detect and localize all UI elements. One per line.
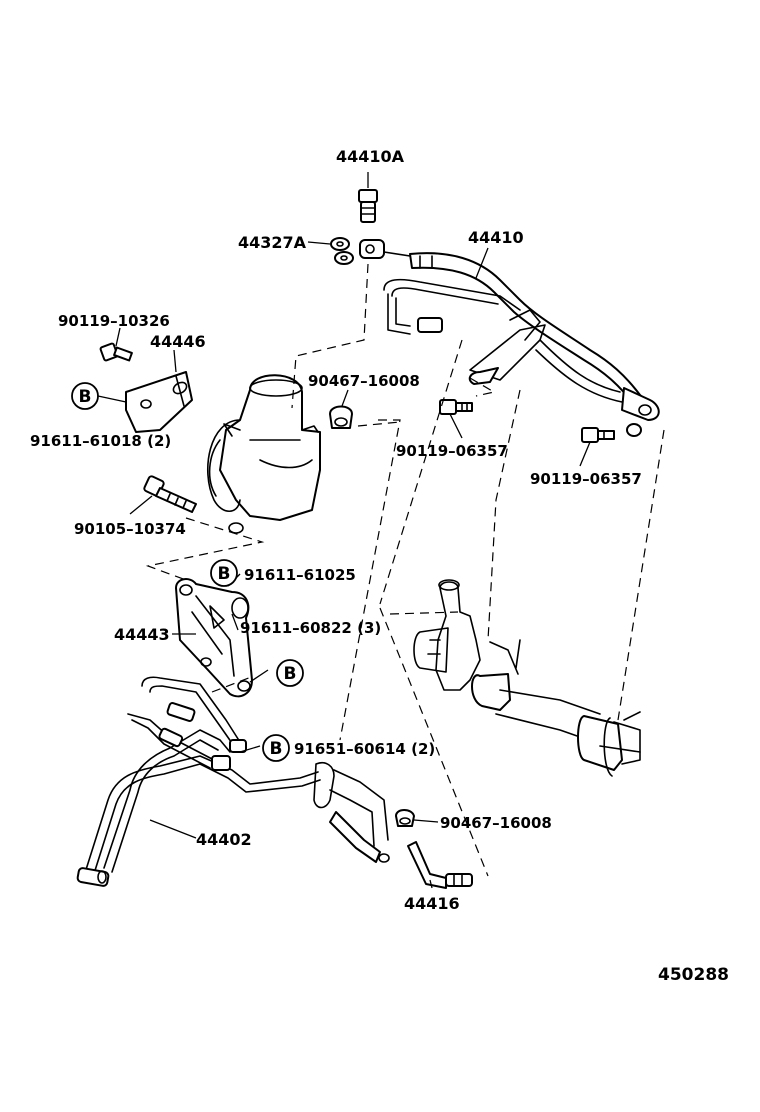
dashed-connection-lines bbox=[145, 263, 665, 877]
label-90119-10326: 90119–10326 bbox=[58, 312, 170, 330]
label-90467-16008-top: 90467–16008 bbox=[308, 372, 420, 390]
svg-text:B: B bbox=[270, 739, 283, 759]
label-90119-06357-a: 90119–06357 bbox=[396, 442, 508, 460]
diagram-id: 450288 bbox=[658, 965, 729, 985]
label-44443: 44443 bbox=[114, 625, 170, 644]
union-bolt-44410a bbox=[358, 189, 378, 223]
vane-pump bbox=[207, 374, 321, 534]
bolt-90105-10374 bbox=[143, 475, 197, 513]
label-44327a: 44327A bbox=[238, 233, 307, 252]
clamp-90467-16008-top bbox=[329, 405, 353, 429]
label-90467-16008-bottom: 90467–16008 bbox=[440, 814, 552, 832]
label-44410a: 44410A bbox=[336, 147, 405, 166]
bracket-44446 bbox=[125, 371, 193, 433]
label-90119-06357-b: 90119–06357 bbox=[530, 470, 642, 488]
ref-marker-b-1: B bbox=[71, 382, 99, 410]
bracket-44443 bbox=[175, 578, 253, 698]
ref-marker-b-3: B bbox=[276, 659, 304, 687]
tube-44402 bbox=[76, 676, 390, 887]
label-91611-60822: 91611–60822 (3) bbox=[240, 619, 381, 637]
hose-44416 bbox=[407, 841, 473, 889]
label-91611-61018: 91611–61018 (2) bbox=[30, 432, 171, 450]
ref-marker-b-4: B bbox=[262, 734, 290, 762]
clamp-90467-16008-bottom bbox=[395, 809, 415, 827]
ref-marker-b-2: B bbox=[210, 559, 238, 587]
svg-text:B: B bbox=[284, 664, 297, 684]
label-91611-61025: 91611–61025 bbox=[244, 566, 356, 584]
pressure-hose-44410 bbox=[359, 239, 660, 421]
gasket-44327a bbox=[330, 237, 354, 265]
bolt-90119-06357-a bbox=[439, 399, 473, 415]
bolt-90119-06357-b bbox=[581, 423, 642, 443]
bolt-90119-10326 bbox=[99, 342, 133, 362]
label-90105-10374: 90105–10374 bbox=[74, 520, 186, 538]
svg-text:B: B bbox=[218, 564, 231, 584]
label-44402: 44402 bbox=[196, 830, 252, 849]
svg-text:B: B bbox=[79, 387, 92, 407]
steering-gear-housing bbox=[413, 579, 641, 777]
label-44410: 44410 bbox=[468, 228, 524, 247]
label-91651-60614: 91651–60614 (2) bbox=[294, 740, 435, 758]
label-44416: 44416 bbox=[404, 894, 460, 913]
label-44446: 44446 bbox=[150, 332, 206, 351]
